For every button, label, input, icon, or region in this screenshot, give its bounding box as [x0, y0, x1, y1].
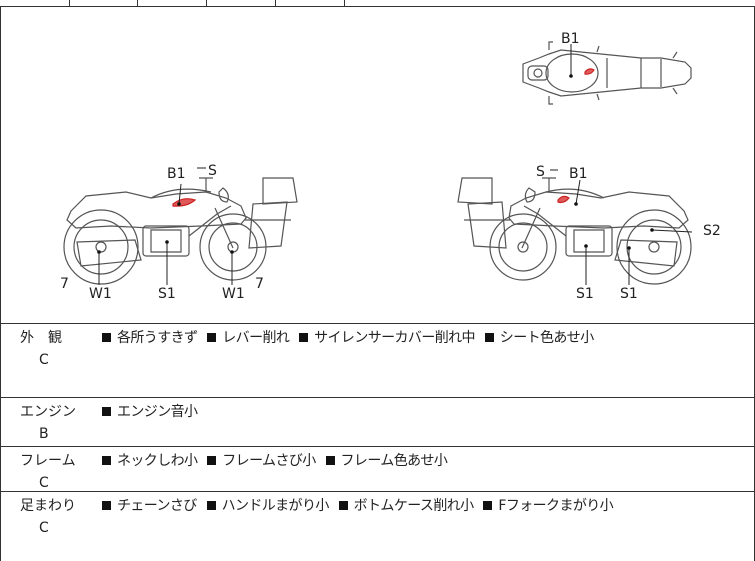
row-category: エンジン — [20, 404, 76, 420]
label-top-b1: B1 — [561, 31, 580, 47]
condition-row-suspension: 足まわり C チェーンさび ハンドルまがり小 ボトムケース削れ小 Fフォークまが… — [0, 491, 755, 561]
bullet-square-icon — [206, 501, 216, 510]
note-item: エンジン音小 — [117, 404, 198, 420]
row-grade: C — [39, 520, 49, 536]
right-side-motorcycle — [457, 177, 692, 285]
table-cell-divider — [137, 0, 138, 6]
top-view-damage-mark — [584, 68, 595, 75]
label-left-s: S — [208, 163, 217, 179]
row-grade: B — [39, 426, 49, 442]
row-grade: C — [39, 475, 49, 491]
row-category: 外 観 — [20, 330, 62, 346]
label-right-s1a: S1 — [576, 286, 594, 302]
top-table-strip — [0, 0, 755, 7]
motorcycle-diagrams: B1 B1 S 7 W1 S1 W1 7 S B1 S2 S1 S1 — [60, 31, 721, 302]
condition-row-frame: フレーム C ネックしわ小 フレームさび小 フレーム色あせ小 — [0, 446, 755, 491]
label-left-s1: S1 — [158, 286, 176, 302]
note-item: Fフォークまがり小 — [498, 498, 614, 514]
bullet-square-icon — [102, 501, 111, 510]
bullet-square-icon — [207, 456, 217, 465]
table-cell-divider — [344, 0, 345, 6]
bullet-square-icon — [483, 501, 493, 510]
label-left-w1a: W1 — [89, 286, 112, 302]
label-right-s1b: S1 — [620, 286, 638, 302]
bullet-square-icon — [207, 333, 217, 342]
condition-row-exterior: 外 観 C 各所うすきず レバー削れ サイレンサーカバー削れ中 シート色あせ小 — [0, 323, 755, 397]
top-view-motorcycle — [522, 41, 692, 105]
right-damage-mark — [557, 195, 570, 204]
label-left-w1b: W1 — [222, 286, 245, 302]
bullet-square-icon — [299, 333, 309, 342]
table-cell-divider — [275, 0, 276, 6]
label-right-b1: B1 — [569, 166, 588, 182]
note-item: レバー削れ — [222, 330, 290, 346]
row-notes: ネックしわ小 フレームさび小 フレーム色あせ小 — [102, 452, 453, 470]
note-item: チェーンさび — [117, 498, 197, 514]
table-cell-divider — [206, 0, 207, 6]
note-item: フレームさび小 — [222, 453, 316, 469]
row-grade: C — [39, 352, 49, 368]
leader-lines — [98, 44, 693, 285]
note-item: ボトムケース削れ小 — [353, 498, 475, 514]
note-item: 各所うすきず — [117, 330, 198, 346]
bullet-square-icon — [338, 501, 348, 510]
row-notes: エンジン音小 — [102, 403, 203, 421]
row-category: 足まわり — [20, 498, 76, 514]
bullet-square-icon — [102, 333, 111, 342]
row-notes: 各所うすきず レバー削れ サイレンサーカバー削れ中 シート色あせ小 — [102, 329, 600, 347]
note-item: ネックしわ小 — [117, 453, 198, 469]
bullet-square-icon — [102, 407, 111, 416]
label-right-s: S — [536, 164, 545, 180]
row-notes: チェーンさび ハンドルまがり小 ボトムケース削れ小 Fフォークまがり小 — [102, 497, 619, 515]
note-item: サイレンサーカバー削れ中 — [314, 330, 475, 346]
left-damage-mark — [172, 198, 197, 207]
label-left-b1: B1 — [167, 166, 186, 182]
bullet-square-icon — [325, 456, 335, 465]
note-item: シート色あせ小 — [499, 330, 594, 346]
note-item: ハンドルまがり小 — [221, 498, 330, 514]
label-left-7a: 7 — [60, 276, 69, 292]
bullet-square-icon — [484, 333, 494, 342]
label-left-7b: 7 — [255, 276, 264, 292]
condition-row-engine: エンジン B エンジン音小 — [0, 397, 755, 446]
note-item: フレーム色あせ小 — [340, 453, 448, 469]
label-right-s2: S2 — [703, 223, 721, 239]
leader-dots — [97, 74, 654, 254]
damage-diagram: B1 B1 S 7 W1 S1 W1 7 S B1 S2 S1 S1 — [0, 6, 755, 323]
bullet-square-icon — [102, 456, 111, 465]
table-cell-divider — [69, 0, 70, 6]
row-category: フレーム — [20, 453, 76, 469]
